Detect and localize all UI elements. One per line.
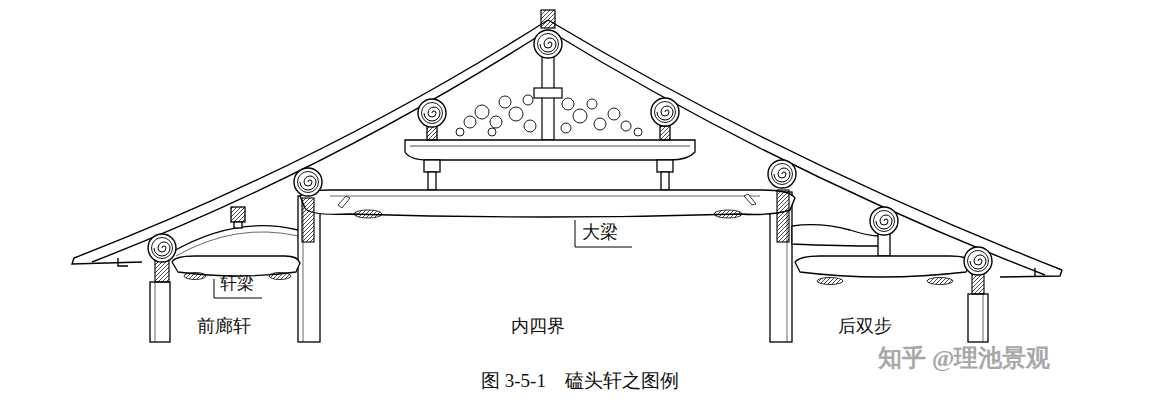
roof-slope [118, 258, 128, 266]
watermark: 知乎 @理池景观 [878, 344, 1050, 373]
bracket-tassel [714, 210, 742, 218]
ridge-block [541, 10, 555, 28]
purlin-symbol [294, 168, 322, 196]
upper-beam [660, 126, 670, 140]
cloud-carving [524, 120, 536, 132]
upper-beam [427, 126, 437, 140]
bracket-tassel [354, 210, 382, 218]
front-corridor-ceiling [172, 207, 300, 276]
beam-label: 轩梁 [220, 274, 254, 294]
cloud-carving [490, 116, 502, 128]
bracket-tassel [184, 273, 206, 280]
leader-line [575, 220, 632, 247]
post-block [777, 190, 789, 242]
rear-beams [795, 256, 970, 277]
rear-beams [792, 225, 880, 246]
timber-column [155, 282, 156, 342]
front-corridor-ceiling [176, 232, 298, 256]
beam-label: 大梁 [582, 222, 618, 244]
upper-beam [428, 172, 436, 190]
purlin-symbol [534, 30, 562, 58]
upper-beam [410, 146, 690, 147]
roof-slope [74, 20, 548, 258]
timber-column [968, 294, 988, 342]
timber-column [298, 196, 320, 342]
ridge-block [534, 10, 562, 140]
cloud-carving [488, 128, 496, 136]
figure-caption: 图 3-5-1 磕头轩之图例 [481, 370, 679, 393]
leader-line [214, 220, 632, 298]
cloud-carving [573, 109, 587, 123]
cloud-carving [634, 128, 642, 136]
bay-label: 内四界 [511, 316, 565, 338]
upper-beam [405, 140, 695, 160]
cloud-carving [523, 95, 533, 105]
upper-beam [657, 160, 673, 172]
timber-column [150, 282, 170, 342]
cloud-carving [562, 98, 574, 110]
cloud-carving [561, 123, 571, 133]
cloud-carving [509, 107, 523, 121]
main-beam [300, 190, 795, 217]
bracket-tassel [338, 196, 350, 208]
upper-beam [424, 160, 440, 172]
purlin-symbol [148, 234, 176, 262]
cloud-carving [456, 95, 642, 136]
main-beam [330, 196, 760, 197]
post-block [155, 260, 169, 282]
ridge-block [534, 88, 562, 98]
bracket-tassel [269, 273, 291, 280]
roof-slope [1034, 268, 1035, 277]
bracket-tassel [817, 278, 843, 285]
cloud-carving [464, 116, 476, 128]
roof-slope [72, 258, 142, 264]
purlin-symbol [870, 207, 898, 235]
timber-column [983, 294, 984, 342]
post-block [302, 198, 314, 242]
cloud-carving [587, 99, 597, 109]
front-corridor-ceiling [234, 222, 242, 228]
roof-slope [72, 20, 1062, 277]
purlin-symbol [651, 98, 679, 126]
bracket-tassel [744, 194, 756, 205]
cloud-carving [456, 128, 464, 136]
purlin-symbol [768, 160, 796, 188]
upper-beam [661, 172, 669, 190]
upper-beam [405, 126, 695, 190]
cloud-carving [475, 105, 489, 119]
bracket-tassel [184, 194, 953, 285]
post-block [155, 190, 984, 294]
main-beam [300, 190, 795, 217]
purlin-symbol [148, 30, 992, 275]
bay-label: 后双步 [838, 316, 892, 338]
roof-slope [1000, 270, 1062, 277]
cloud-carving [608, 108, 620, 120]
purlin-symbol [964, 247, 992, 275]
front-corridor-ceiling [231, 207, 245, 222]
cloud-carving [594, 118, 606, 130]
cloud-carving [499, 96, 511, 108]
purlin-symbol [418, 99, 446, 127]
bracket-tassel [927, 278, 953, 285]
cloud-carving [621, 121, 631, 131]
post-block [972, 274, 984, 294]
bay-label: 前廊轩 [197, 316, 251, 338]
rear-beams [878, 234, 890, 256]
